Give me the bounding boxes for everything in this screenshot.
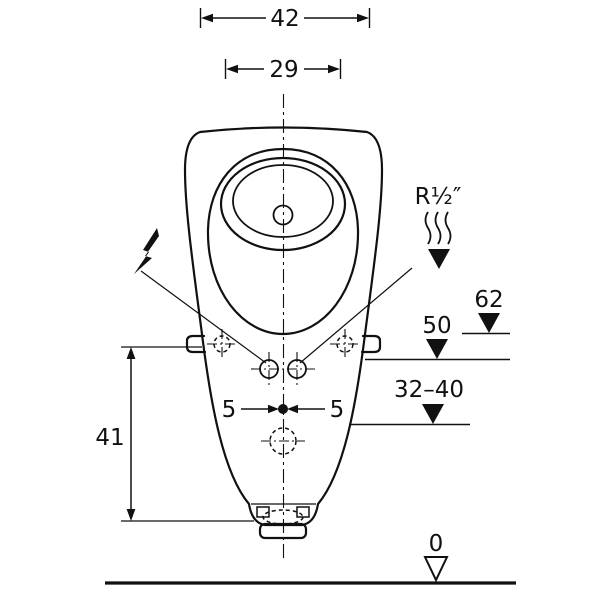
outlet-hidden-circle [261,427,305,455]
connection-holes [251,352,315,388]
dimension-center-offsets: 5 5 [222,397,345,423]
fixing-tab-right [360,334,382,354]
arrowhead-down-icon [126,509,136,521]
flow-squiggle-icon [444,211,452,245]
arrowhead-left-icon [201,13,213,23]
leader-line-water [299,267,413,364]
outlet-spigot [258,522,308,540]
water-connection-label: R½″ [415,184,462,210]
electrical-connection [134,228,159,274]
dim-label-29: 29 [269,57,298,83]
down-triangle-icon [428,249,450,269]
arrowhead-left-icon [226,64,238,74]
flow-squiggle-icon [424,211,432,245]
leader-line-electrical [140,270,267,364]
level-50-label: 50 [422,313,451,339]
bowl-outer-outline [206,147,360,336]
side-fixing-right [330,329,360,359]
arrowhead-right-icon [328,64,340,74]
arrowhead-left-icon [287,404,298,414]
hole-right [287,359,307,379]
level-triangle-icon [422,404,444,424]
center-point [278,404,288,414]
dim-label-42: 42 [270,6,299,32]
arrowhead-right-icon [268,404,279,414]
side-fixing-left [207,329,237,359]
dimension-top-width: 42 [199,6,371,32]
bottom-outlet [251,503,316,540]
arrowhead-up-icon [126,347,136,359]
level-marker-50: 50 [365,313,510,361]
fixing-tab-left [185,334,207,354]
dim-label-41: 41 [95,425,124,451]
level-marker-32-40: 32–40 [349,377,470,426]
bowl [206,147,360,336]
bowl-rim [219,156,347,252]
dimension-fixing-height: 41 [95,346,254,522]
level-0-label: 0 [429,531,444,557]
level-triangle-icon [426,339,448,359]
urinal-body [183,126,384,527]
lightning-icon [134,228,159,274]
dimension-bowl-width: 29 [224,57,342,83]
open-triangle-icon [423,556,449,583]
outlet-circle [269,427,297,455]
body-outline [183,126,384,527]
level-32-40-label: 32–40 [394,377,464,403]
spreader-outlet [272,204,294,226]
arrowhead-right-icon [357,13,369,23]
level-triangle-icon [478,313,500,333]
bowl-opening [232,164,334,238]
level-marker-floor: 0 [423,531,449,583]
flow-squiggle-icon [434,211,442,245]
dim-label-5-right: 5 [330,397,345,423]
level-62-label: 62 [474,287,503,313]
hole-left [259,359,279,379]
level-marker-62: 62 [462,287,510,335]
dim-label-5-left: 5 [222,397,237,423]
water-connection: R½″ [415,184,462,269]
